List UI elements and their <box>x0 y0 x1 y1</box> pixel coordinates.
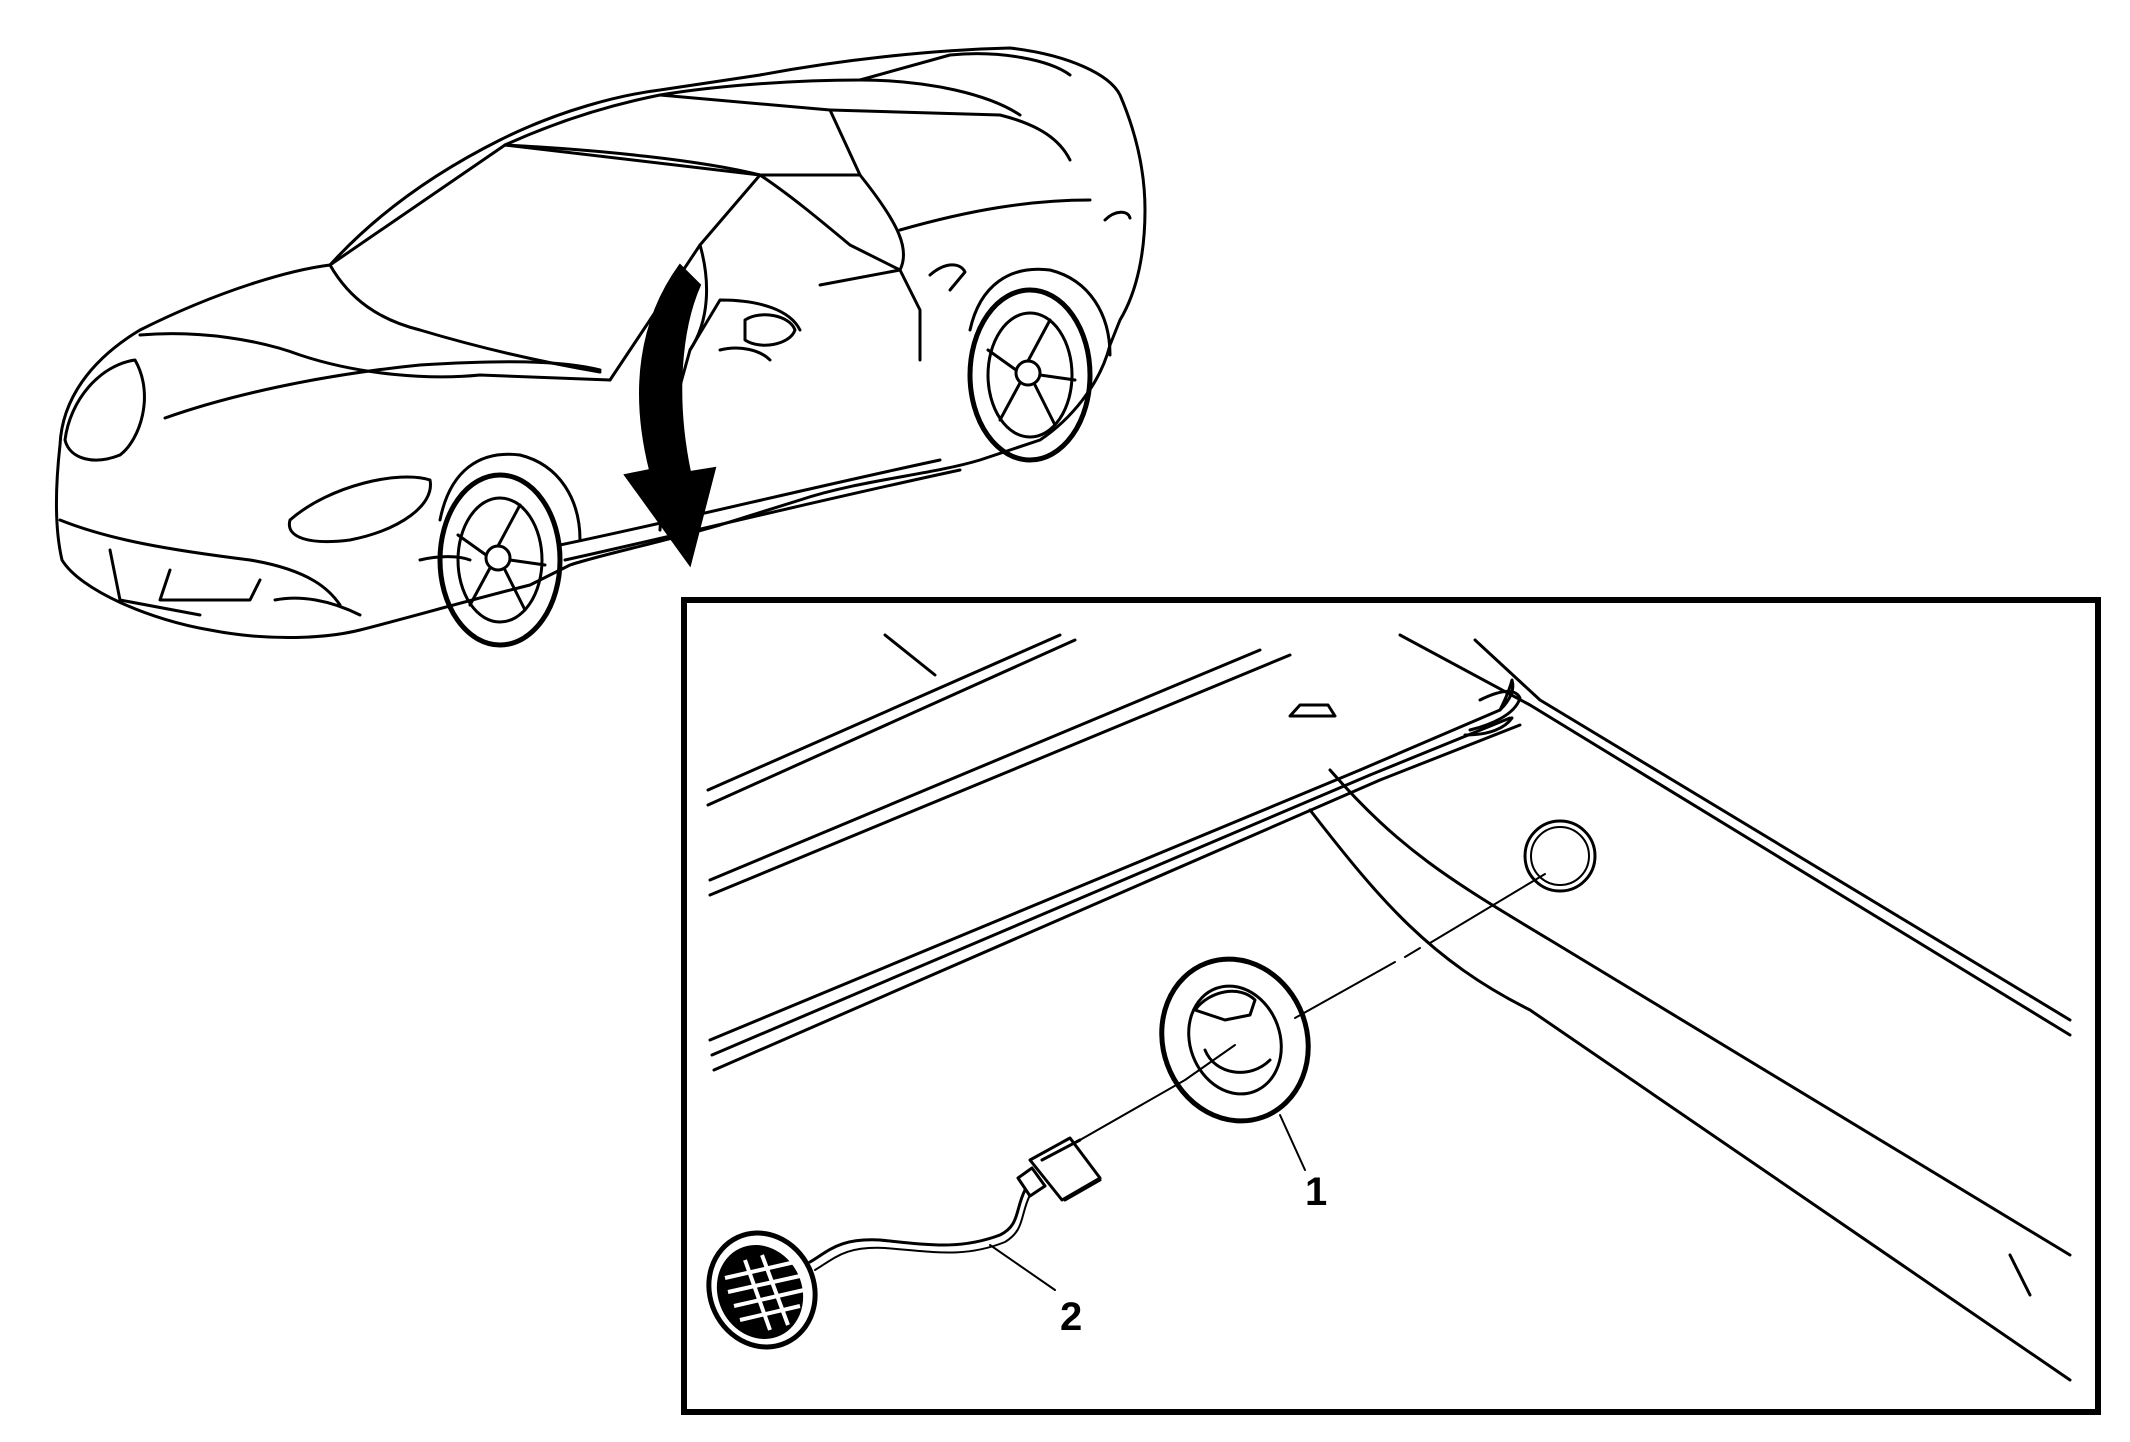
grommet-icon <box>1159 956 1311 1124</box>
callout-1: 1 <box>1305 1170 1327 1214</box>
detail-inset-frame <box>681 597 2101 1415</box>
leader-line-1 <box>1279 1114 1306 1171</box>
leader-line-2 <box>989 1244 1056 1291</box>
speaker-icon <box>706 1136 1102 1350</box>
direction-arrow-icon <box>623 263 717 568</box>
car-illustration-icon <box>54 46 1147 648</box>
callout-2: 2 <box>1060 1295 1082 1339</box>
door-sill-detail <box>706 633 2072 1382</box>
